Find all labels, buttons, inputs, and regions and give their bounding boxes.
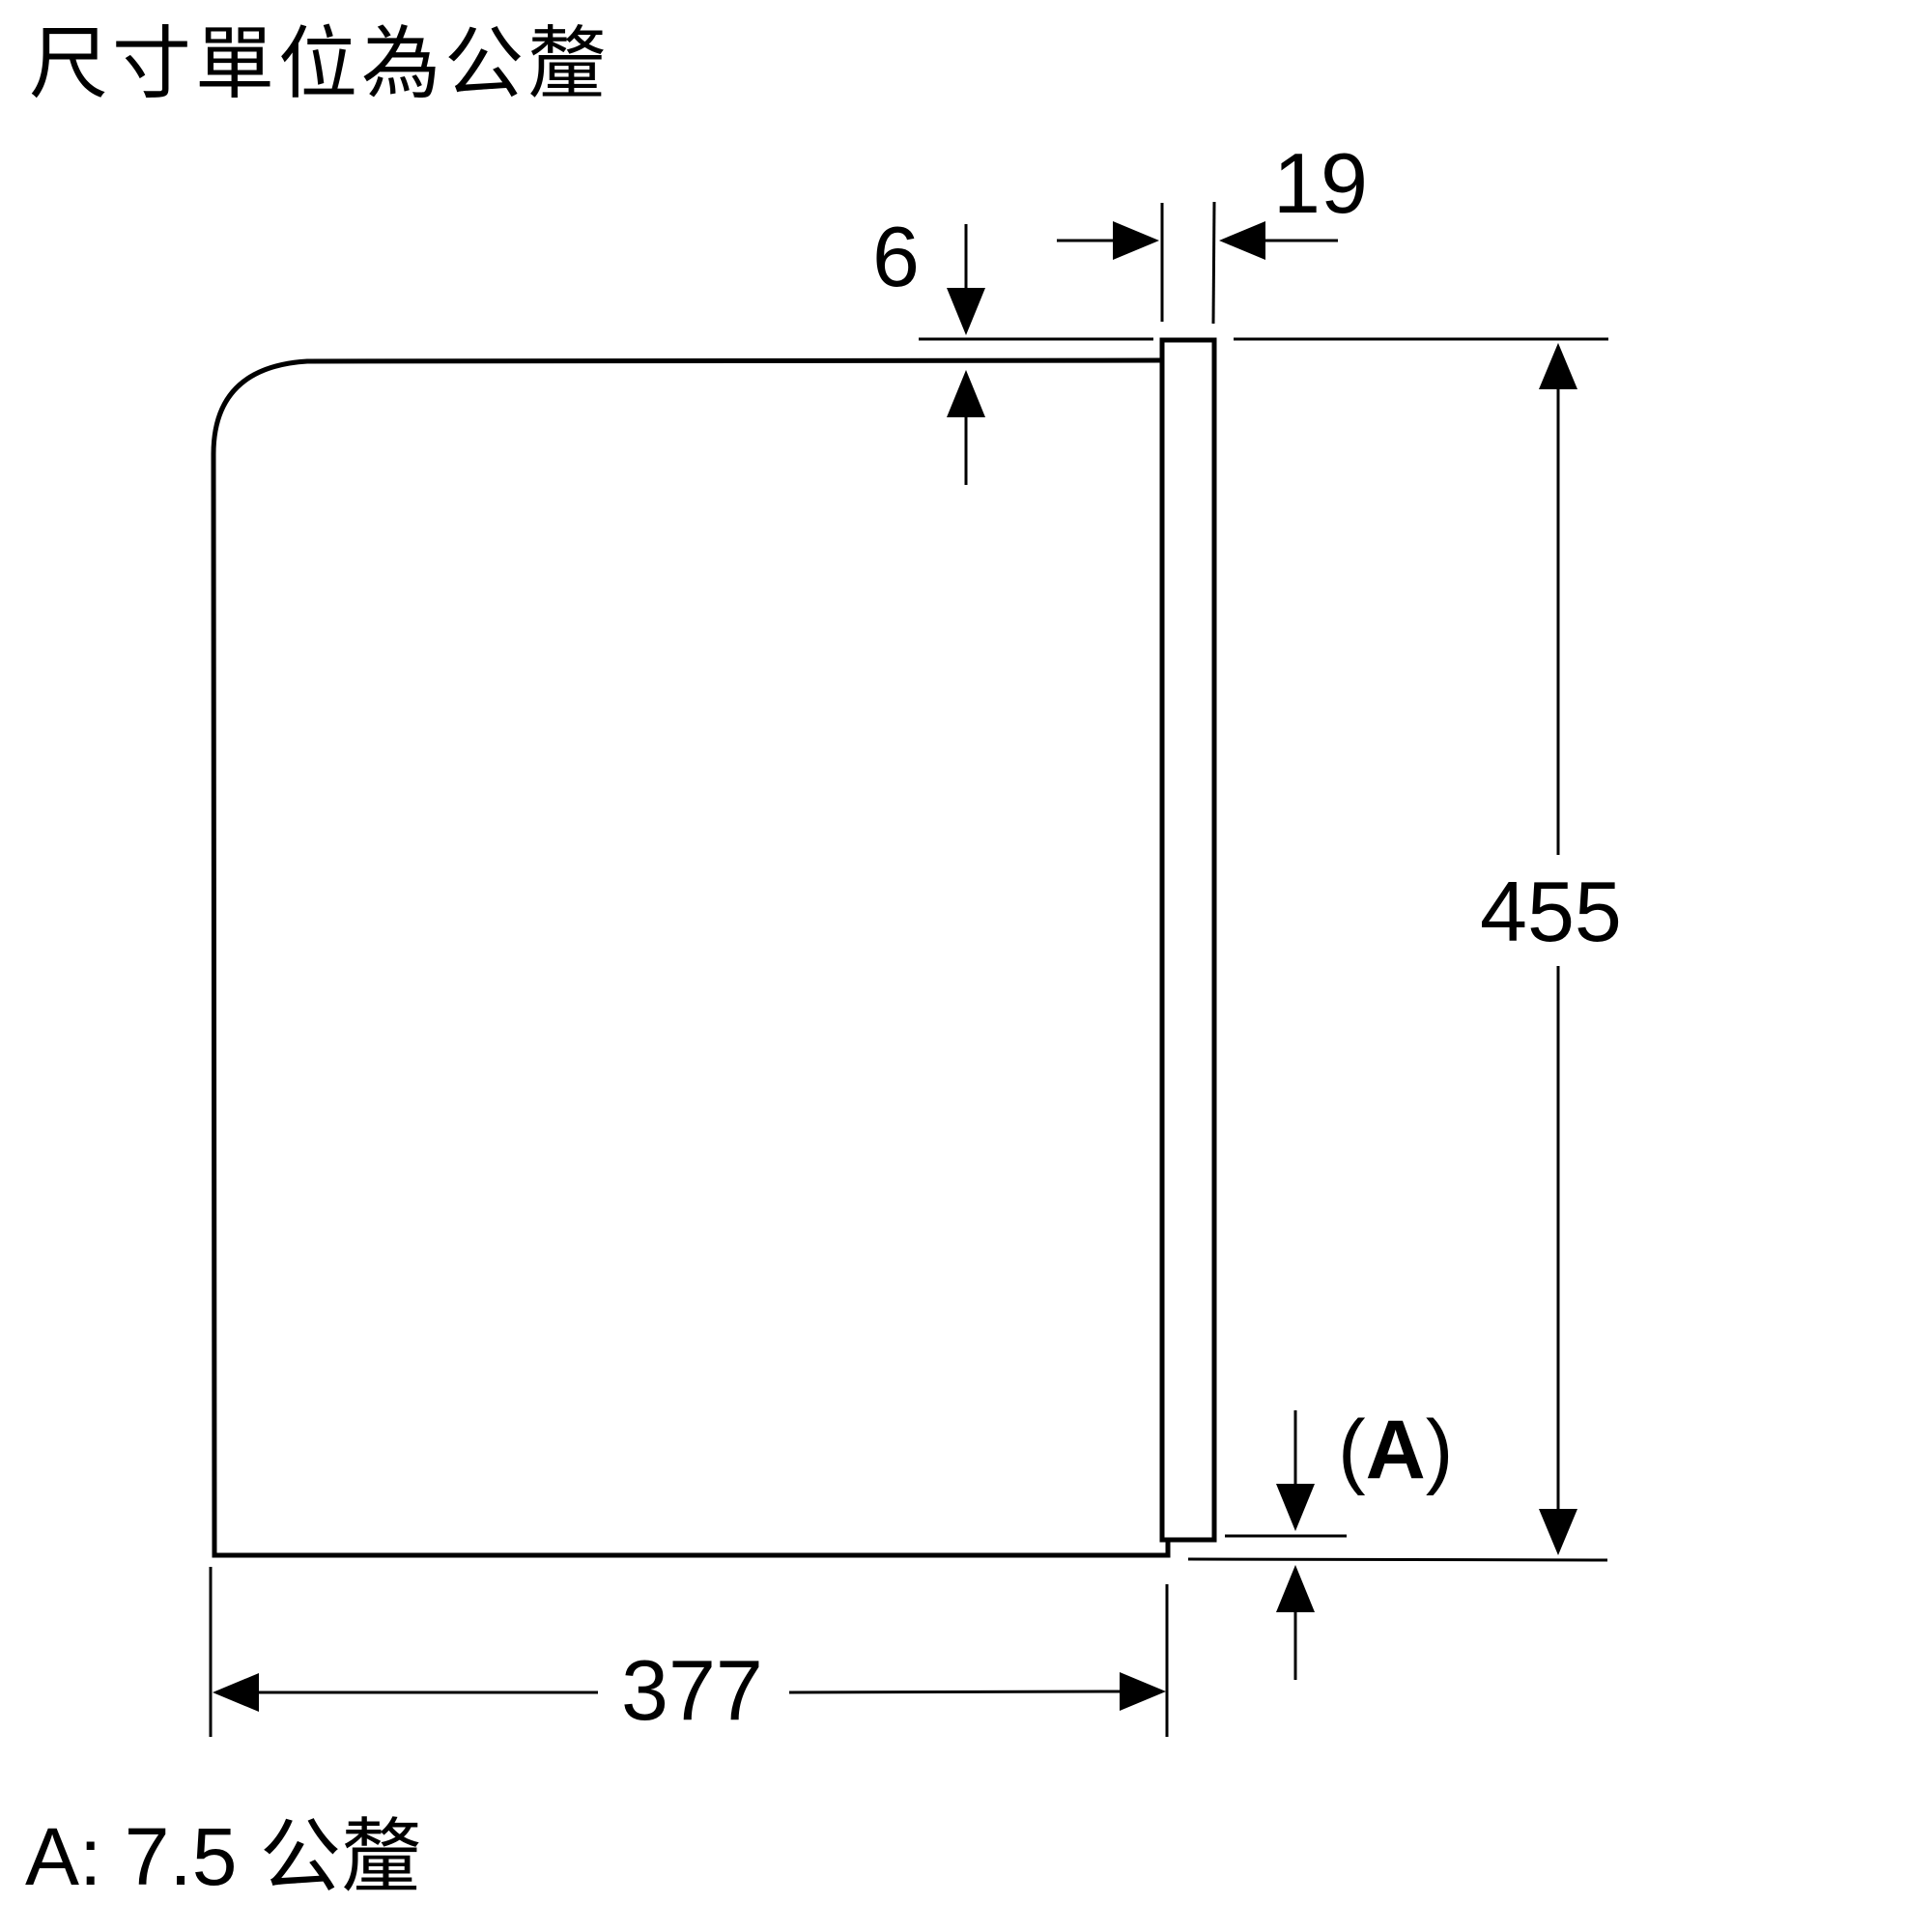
arrow-down-icon bbox=[947, 288, 985, 335]
door-panel bbox=[1159, 337, 1217, 1543]
dimension-label-19: 19 bbox=[1273, 135, 1368, 231]
arrow-left-icon bbox=[213, 1673, 259, 1712]
arrow-right-icon bbox=[1120, 1672, 1166, 1711]
arrow-right-icon bbox=[1113, 221, 1159, 260]
ext-line-bottom bbox=[1187, 1557, 1608, 1562]
paren-open: ( bbox=[1338, 1404, 1366, 1496]
arrow-left-icon bbox=[1219, 221, 1265, 260]
cabinet-outline bbox=[211, 357, 1171, 1558]
arrow-up-icon bbox=[1276, 1565, 1315, 1612]
gap-label-letter: A bbox=[1365, 1404, 1426, 1496]
paren-close: ) bbox=[1425, 1404, 1454, 1496]
dimension-label-6: 6 bbox=[872, 209, 920, 304]
ext-line-19-right bbox=[1211, 201, 1216, 325]
arrow-down-icon bbox=[1539, 1509, 1577, 1555]
units-title: 尺寸單位為公釐 bbox=[29, 18, 611, 110]
arrow-down-icon bbox=[1276, 1484, 1315, 1531]
arrow-up-icon bbox=[1539, 343, 1577, 389]
dimension-label-A: (A) bbox=[1338, 1408, 1453, 1492]
dimension-label-455: 455 bbox=[1480, 864, 1622, 959]
footer-note: A: 7.5 公釐 bbox=[25, 1811, 422, 1902]
arrow-up-icon bbox=[947, 370, 985, 417]
dimension-label-377: 377 bbox=[621, 1642, 763, 1738]
